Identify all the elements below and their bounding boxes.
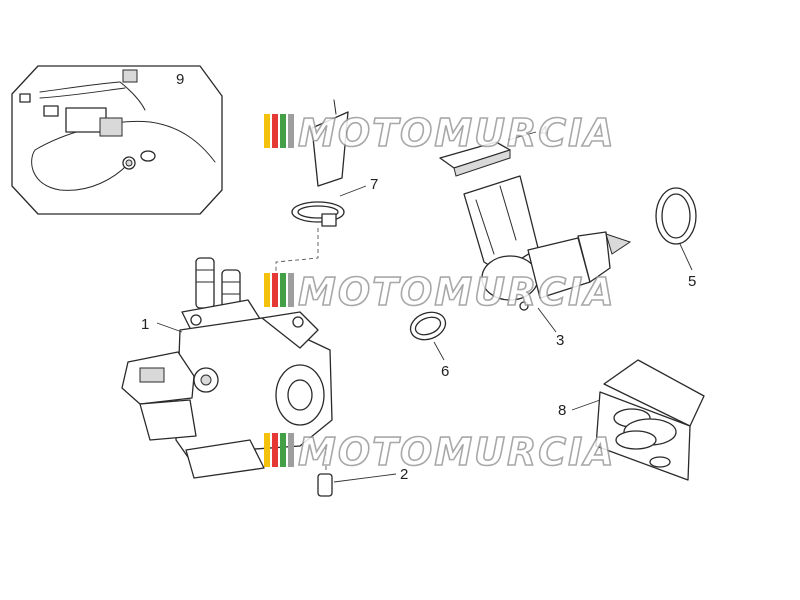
harness-wire <box>119 81 146 111</box>
sensor-window <box>139 367 165 383</box>
part-1-valve-body[interactable]: 1 <box>121 257 333 479</box>
label-9: 9 <box>176 71 184 88</box>
part-6-o-ring[interactable]: 6 <box>407 308 450 380</box>
side-boss <box>261 311 319 349</box>
screw-icon <box>519 301 529 311</box>
leader-2 <box>333 473 397 483</box>
watermark-stripe <box>264 114 270 148</box>
watermark-text: MOTOMURCIA <box>298 111 616 155</box>
watermark-stripe <box>280 433 286 467</box>
label-2: 2 <box>400 466 408 483</box>
label-4: 4 <box>540 123 548 140</box>
part-7-hose-clamp[interactable]: 7 <box>275 99 378 300</box>
watermark-stripe <box>288 114 294 148</box>
harness-wire <box>34 120 216 163</box>
actuator-block <box>139 399 197 441</box>
kit-bag-flap <box>603 359 705 427</box>
watermark-stripe <box>288 273 294 307</box>
watermark-bottom: MOTOMURCIA <box>264 429 616 475</box>
leader-6 <box>433 341 445 361</box>
part-4-bracket[interactable]: 4 <box>439 123 548 177</box>
terminal-icon <box>19 93 31 103</box>
screw-icon <box>292 316 304 328</box>
watermark-text: MOTOMURCIA <box>298 270 616 314</box>
watermark-text: MOTOMURCIA <box>298 430 616 474</box>
watermark-middle: MOTOMURCIA <box>264 269 616 315</box>
watermark-stripe <box>264 433 270 467</box>
pivot-bolt-icon <box>200 374 212 386</box>
valve-tip-icon <box>605 233 632 255</box>
washer-icon <box>140 150 156 162</box>
watermark-stripe <box>264 273 270 307</box>
part-3-solenoid-valve[interactable]: 3 <box>463 175 632 349</box>
ring-terminal-hole-icon <box>125 159 133 167</box>
relay-plug-icon <box>99 117 123 137</box>
label-1: 1 <box>141 316 149 333</box>
valve-nozzle <box>577 231 611 283</box>
kit-frame <box>11 65 223 215</box>
leader-3 <box>537 307 557 333</box>
label-5: 5 <box>688 273 696 290</box>
outlet-port <box>287 379 313 411</box>
label-3: 3 <box>556 332 564 349</box>
screw-icon <box>190 314 202 326</box>
leader-8 <box>571 399 601 411</box>
part-2-screw[interactable]: 2 <box>317 448 408 497</box>
base-plate <box>185 439 265 479</box>
leader-5 <box>679 243 693 271</box>
seal-icon <box>649 456 671 468</box>
watermark-stripe <box>280 273 286 307</box>
leader-4 <box>507 131 537 141</box>
connector-icon <box>122 69 138 83</box>
o-ring-inner <box>414 316 442 336</box>
leader-7 <box>339 185 367 197</box>
watermark-top: MOTOMURCIA <box>264 110 616 156</box>
watermark-stripe <box>272 114 278 148</box>
seal-icon <box>615 430 657 450</box>
watermark-stripe <box>272 433 278 467</box>
clamp-tab <box>321 213 337 227</box>
bracket-edge <box>453 149 511 177</box>
watermark-stripe <box>288 433 294 467</box>
part-5-o-ring[interactable]: 5 <box>655 187 697 290</box>
watermark-stripe <box>272 273 278 307</box>
harness-wire <box>39 87 126 99</box>
harness-wire <box>39 81 121 93</box>
leader-1 <box>156 322 183 333</box>
terminal-icon <box>43 105 59 117</box>
watermark-stripe <box>280 114 286 148</box>
o-ring-inner <box>661 193 691 239</box>
label-6: 6 <box>441 363 449 380</box>
harness-wire <box>31 149 129 191</box>
part-9-wiring-kit[interactable]: 9 <box>11 65 223 215</box>
hose-nipple <box>195 257 215 309</box>
hose <box>311 111 349 187</box>
label-8: 8 <box>558 402 566 419</box>
label-7: 7 <box>370 176 378 193</box>
screw-icon <box>317 473 333 497</box>
part-8-seal-kit[interactable]: 8 <box>558 359 705 481</box>
